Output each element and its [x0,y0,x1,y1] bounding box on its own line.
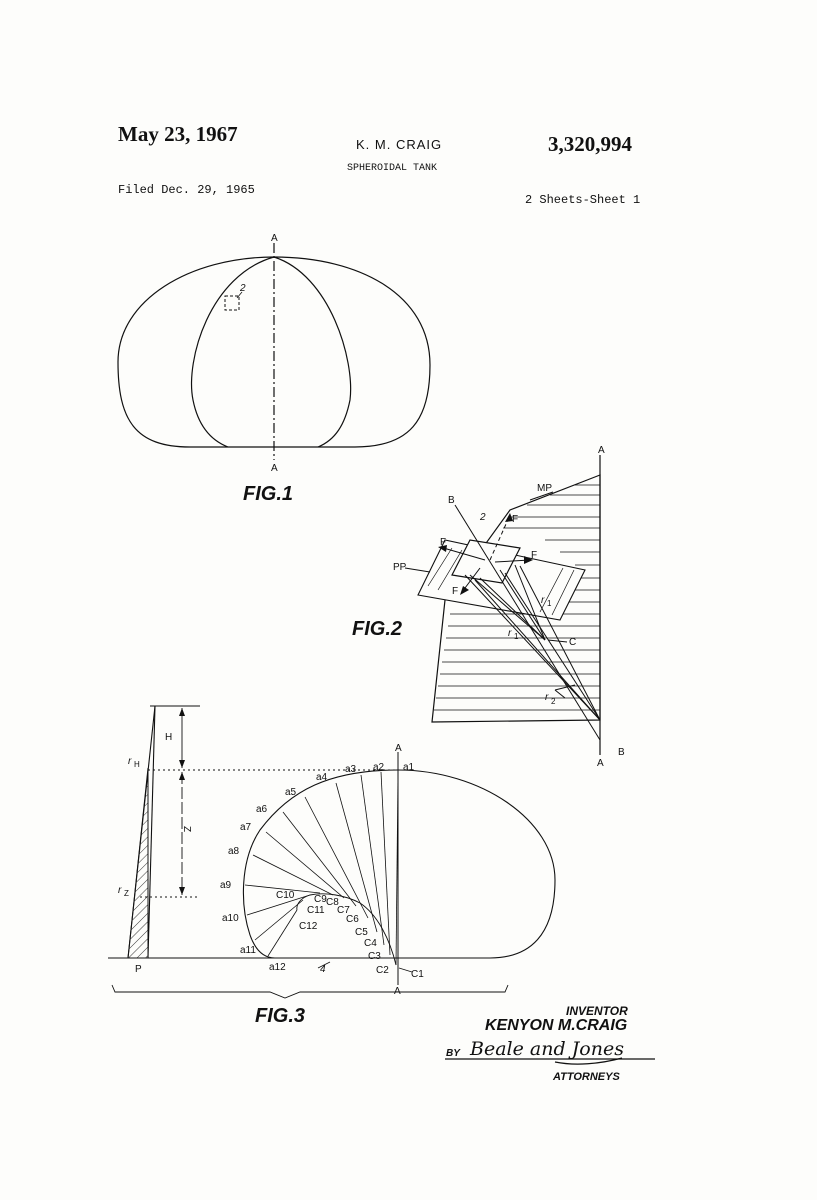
fig3-c-label: C4 [364,938,377,949]
fig2-element-label: 2 [479,512,486,523]
fig2-r2-label: r [545,692,549,703]
fig3-tank-outline [242,769,556,959]
filed-date: Filed Dec. 29, 1965 [118,183,255,197]
fig3-radii [244,771,399,966]
fig3-rz-sub: Z [124,889,129,898]
fig2-axis-top-label: A [598,445,605,456]
fig1-meridian-left [191,256,275,448]
fig3-a-label: a1 [403,762,415,773]
fig3-z-label: Z [181,826,192,832]
fig1-element-marker [224,295,240,311]
fig3-a-label: a3 [345,764,357,775]
fig3-labels: A A H Z r H r Z P 4 a1 a2 a3 a4 a5 a6 a7… [118,732,424,997]
fig3-a-label: a4 [316,772,328,783]
fig3-c-label: C10 [276,890,295,901]
fig3-a-label: a10 [222,913,239,924]
fig3-a-label: a5 [285,787,297,798]
fig3-a-label: a8 [228,846,240,857]
inventor-heading: INVENTOR [566,1004,628,1018]
fig3-c-label: C7 [337,905,350,916]
fig2-force-bottom: F [452,586,458,597]
fig2-b-top-label: B [448,495,455,506]
fig3-caption: FIG.3 [255,1005,305,1027]
patent-title: SPHEROIDAL TANK [347,163,438,174]
fig1-meridian-right [273,256,352,448]
fig2-r1-label-b: r [508,628,512,639]
fig1-caption: FIG.1 [243,483,293,505]
fig3-bracket [111,984,509,999]
fig3-a-label: a6 [256,804,268,815]
fig2-mp-label: MP [537,483,552,494]
fig3-a-label: a7 [240,822,252,833]
fig2-c-label: C [569,637,576,648]
fig3-p-label: P [135,964,142,975]
fig2-force-left: F [440,537,446,548]
fig3-c-label: C8 [326,897,339,908]
fig3-axis-bottom-label: A [394,986,401,997]
fig3-h-label: H [165,732,172,743]
fig1-axis-top-label: A [271,233,278,244]
fig3-c-label: C9 [314,894,327,905]
fig1-drawing [117,243,431,460]
fig2-r1-sub-b: 1 [514,632,519,641]
fig3-c-label: C3 [368,951,381,962]
fig1-element-ref: 2 [239,283,246,294]
sheet-count: 2 Sheets-Sheet 1 [525,193,641,207]
fig3-rh-label: r [128,756,132,767]
fig2-b-line [454,504,601,741]
signature-block [445,1057,655,1065]
fig3-c-label: C12 [299,921,318,932]
fig3-a-label: a12 [269,962,286,973]
fig2-plane-hatching [434,484,600,711]
patent-date: May 23, 1967 [118,122,238,146]
fig2-force-right: F [531,550,537,561]
fig2-axis-bottom-label: A [597,758,604,769]
fig2-r1-sub-a: 1 [547,599,552,608]
attorneys-label: ATTORNEYS [553,1071,620,1083]
fig2-element [451,539,521,584]
fig2-caption: FIG.2 [352,618,402,640]
fig3-c-label: C5 [355,927,368,938]
fig3-center-locus [296,893,397,966]
fig2-force-top: F [512,514,518,525]
fig3-ref4-label: 4 [320,964,326,975]
fig2-b-bottom-label: B [618,747,625,758]
fig3-c-label: C11 [307,905,325,916]
fig2-labels: A A B B MP PP 2 F F F F r 1 r 1 r 2 C [393,445,625,769]
fig2-r1-label-a: r [541,595,545,606]
fig3-rh-sub: H [134,760,140,769]
inventor-full-name: KENYON M.CRAIG [485,1017,628,1034]
fig3-a-label: a9 [220,880,232,891]
fig3-axis-top-label: A [395,743,402,754]
attorney-signature: Beale and Jones [470,1038,624,1060]
fig1-tank-outline [117,256,431,448]
fig2-pp-label: PP [393,562,407,573]
patent-number: 3,320,994 [548,132,632,156]
fig3-a-label: a2 [373,762,385,773]
fig2-meridian-plane [431,474,601,723]
fig2-drawing [404,455,601,755]
fig3-drawing [108,705,556,999]
fig2-r2-sub: 2 [551,697,556,706]
inventor-name-header: K. M. CRAIG [356,137,443,152]
fig1-axis-bottom-label: A [271,463,278,474]
fig3-rz-label: r [118,885,122,896]
fig3-c-label: C2 [376,965,389,976]
fig3-a-label: a11 [240,945,256,956]
fig3-c-label: C6 [346,914,359,925]
by-label: BY [446,1048,460,1059]
fig3-c-label: C1 [411,969,424,980]
